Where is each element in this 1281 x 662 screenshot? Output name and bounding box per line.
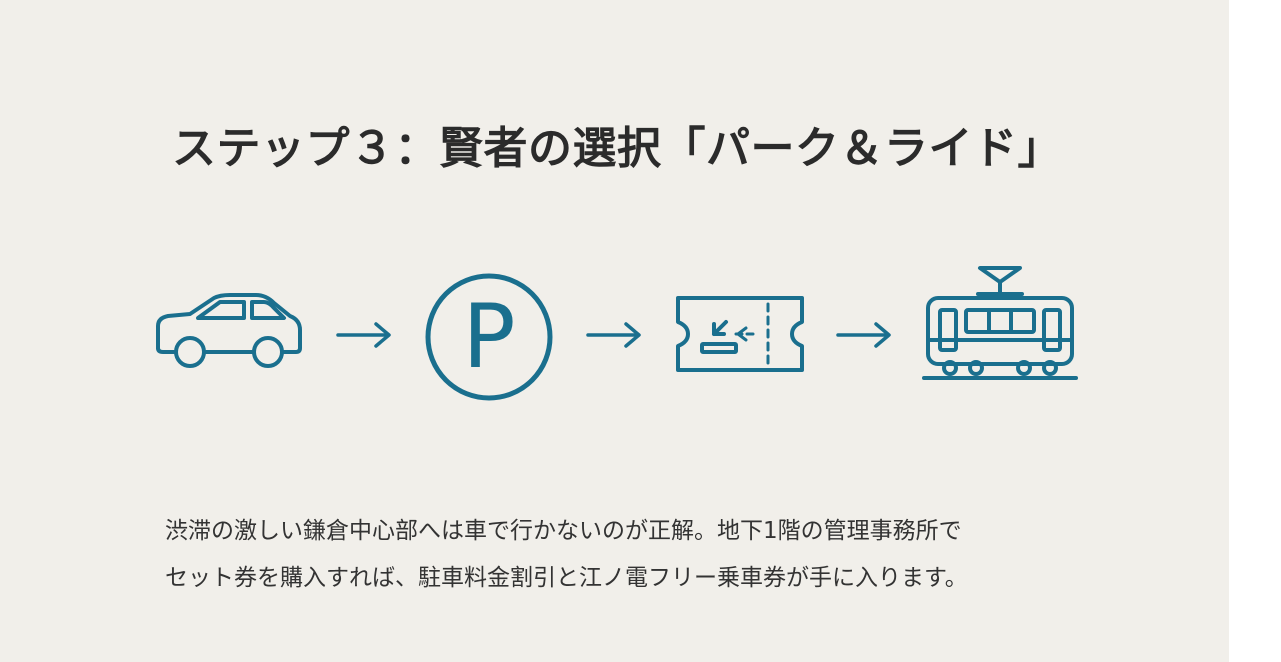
arrow-icon: [836, 322, 891, 348]
description-line-2: セット券を購入すれば、駐車料金割引と江ノ電フリー乗車券が手に入ります。: [165, 565, 968, 591]
arrow-icon: [586, 322, 641, 348]
ticket-icon: [676, 296, 804, 372]
slide: ステップ３：賢者の選択「パーク＆ライド」 P: [0, 0, 1229, 662]
description: 渋滞の激しい鎌倉中心部へは車で行かないのが正解。地下1階の管理事務所で セット券…: [165, 508, 968, 602]
car-icon: [156, 293, 302, 368]
tram-icon: [922, 266, 1078, 380]
page-title: ステップ３：賢者の選択「パーク＆ライド」: [172, 123, 1062, 174]
parking-letter: P: [462, 285, 515, 388]
parking-icon: P: [425, 273, 553, 401]
arrow-icon: [336, 322, 391, 348]
description-line-1: 渋滞の激しい鎌倉中心部へは車で行かないのが正解。地下1階の管理事務所で: [165, 518, 962, 544]
